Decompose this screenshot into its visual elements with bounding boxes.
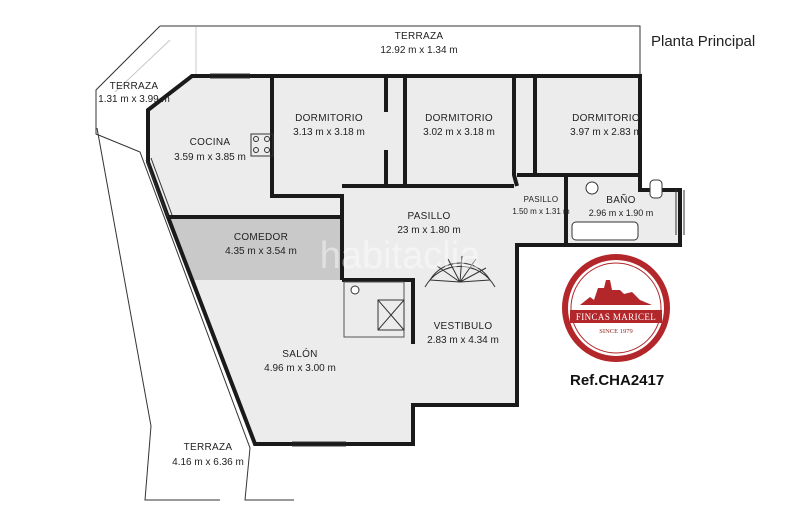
svg-text:3.59 m x 3.85 m: 3.59 m x 3.85 m: [174, 152, 246, 163]
svg-text:3.02 m x 3.18 m: 3.02 m x 3.18 m: [423, 127, 495, 138]
svg-text:2.83 m x 4.34 m: 2.83 m x 4.34 m: [427, 335, 499, 346]
logo-since: SINCE 1979: [599, 328, 632, 335]
svg-text:23 m x 1.80 m: 23 m x 1.80 m: [397, 225, 460, 236]
svg-text:COMEDOR: COMEDOR: [234, 232, 288, 243]
svg-text:4.16 m x 6.36 m: 4.16 m x 6.36 m: [172, 457, 244, 468]
room-label-pasillo: PASILLO 23 m x 1.80 m: [397, 211, 460, 236]
room-label-salon: SALÓN 4.96 m x 3.00 m: [264, 347, 336, 374]
spiral-staircase: [424, 255, 496, 288]
svg-text:COCINA: COCINA: [190, 137, 231, 148]
svg-text:4.35 m x 3.54 m: 4.35 m x 3.54 m: [225, 246, 297, 257]
shower-tray: [377, 299, 405, 331]
room-label-bano: BAÑO 2.96 m x 1.90 m: [589, 193, 654, 218]
hob-burner: [253, 147, 259, 153]
svg-text:2.96 m x 1.90 m: 2.96 m x 1.90 m: [589, 208, 654, 218]
company-logo: FINCAS MARICEL SINCE 1979: [562, 254, 670, 362]
outer-wall: [146, 74, 682, 446]
svg-text:1.50 m x 1.31 m: 1.50 m x 1.31 m: [512, 207, 570, 216]
room-label-terraza-top: TERRAZA 12.92 m x 1.34 m: [380, 31, 457, 56]
svg-text:1.31 m x 3.99 m: 1.31 m x 3.99 m: [98, 94, 170, 105]
room-label-terraza-left: TERRAZA 1.31 m x 3.99 m: [98, 81, 170, 105]
interior-walls: [168, 76, 640, 344]
terrace-outline: [95, 25, 641, 501]
washbasin: [585, 181, 599, 195]
svg-text:PASILLO: PASILLO: [407, 211, 450, 222]
window-marks: [145, 73, 685, 447]
svg-text:DORMITORIO: DORMITORIO: [572, 113, 640, 124]
room-label-terraza-bottom: TERRAZA 4.16 m x 6.36 m: [172, 442, 244, 468]
small-washbasin: [350, 285, 360, 295]
svg-text:4.96 m x 3.00 m: 4.96 m x 3.00 m: [264, 363, 336, 374]
svg-text:TERRAZA: TERRAZA: [184, 442, 233, 453]
svg-text:TERRAZA: TERRAZA: [395, 31, 444, 42]
room-label-dormitorio-2: DORMITORIO 3.02 m x 3.18 m: [423, 113, 495, 138]
hob-burner: [264, 147, 270, 153]
svg-text:3.13 m x 3.18 m: 3.13 m x 3.18 m: [293, 127, 365, 138]
svg-text:3.97 m x 2.83 m: 3.97 m x 2.83 m: [570, 127, 642, 138]
logo-name: FINCAS MARICEL: [576, 312, 656, 322]
svg-text:DORMITORIO: DORMITORIO: [425, 113, 493, 124]
reference-code: Ref.CHA2417: [570, 372, 664, 389]
room-label-dormitorio-1: DORMITORIO 3.13 m x 3.18 m: [293, 113, 365, 138]
hob-burner: [264, 136, 270, 142]
svg-text:VESTIBULO: VESTIBULO: [434, 321, 493, 332]
room-label-dormitorio-3: DORMITORIO 3.97 m x 2.83 m: [570, 113, 642, 138]
bathtub: [571, 221, 639, 241]
room-label-vestibulo: VESTIBULO 2.83 m x 4.34 m: [427, 321, 499, 346]
toilet: [649, 179, 663, 199]
kitchen-hob: [250, 133, 274, 157]
svg-text:DORMITORIO: DORMITORIO: [295, 113, 363, 124]
room-label-cocina: COCINA 3.59 m x 3.85 m: [174, 137, 246, 163]
svg-text:SALÓN: SALÓN: [282, 347, 317, 360]
svg-text:PASILLO: PASILLO: [524, 195, 559, 204]
room-label-comedor: COMEDOR 4.35 m x 3.54 m: [225, 232, 297, 257]
comedor-highlight: [168, 217, 342, 280]
plan-title: Planta Principal: [651, 33, 755, 50]
svg-text:TERRAZA: TERRAZA: [110, 81, 159, 92]
watermark-text: habitaclia: [320, 235, 481, 277]
hob-burner: [253, 136, 259, 142]
svg-text:12.92 m x 1.34 m: 12.92 m x 1.34 m: [380, 45, 457, 56]
room-label-pasillo-small: PASILLO 1.50 m x 1.31 m: [512, 195, 570, 216]
svg-text:BAÑO: BAÑO: [606, 193, 636, 206]
floor-area: [148, 76, 680, 444]
terrace-outline-inner: [114, 27, 197, 93]
